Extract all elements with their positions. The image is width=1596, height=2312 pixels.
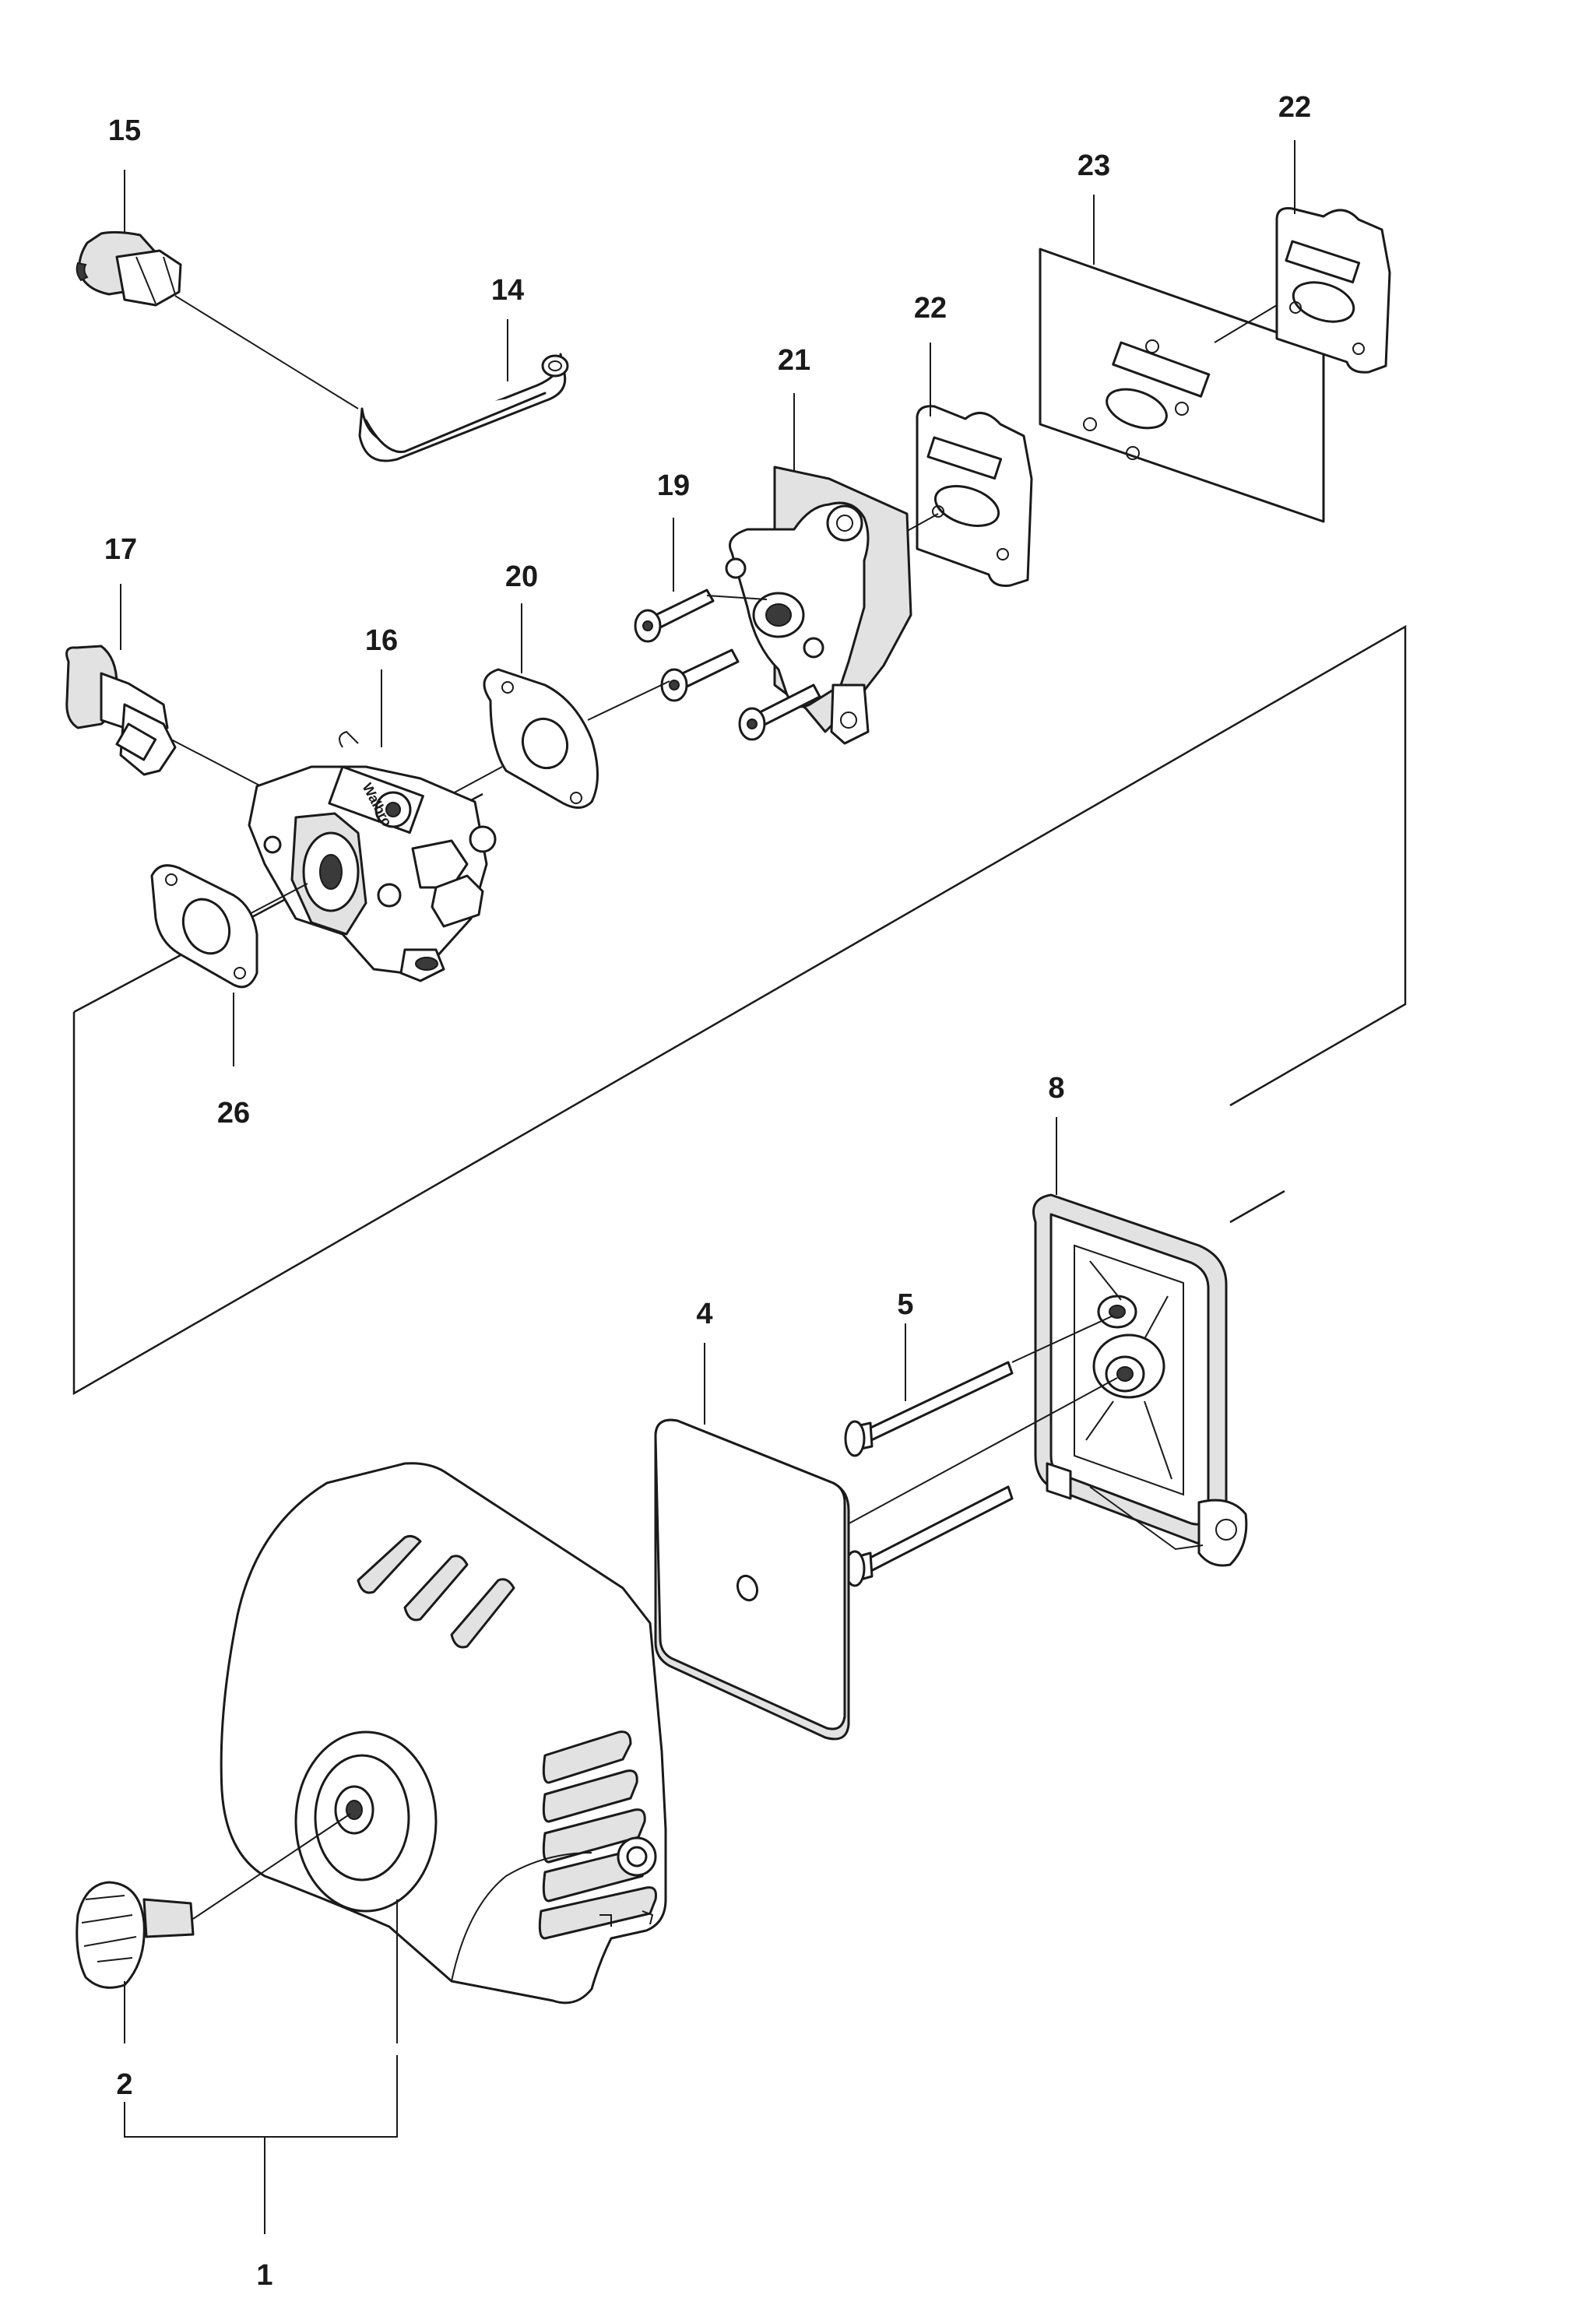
gasket-part-20 [483,668,599,809]
fuel-hose-part-14 [358,353,569,462]
connector-17-16 [170,739,269,791]
gasket-plate-part-23 [1039,248,1325,523]
label-17: 17 [104,533,137,566]
assembly-frame [72,624,1407,1396]
gasket-part-26 [150,864,258,989]
label-15: 15 [108,114,141,147]
label-4: 4 [696,1298,712,1330]
label-8: 8 [1048,1072,1064,1105]
label-20: 20 [505,560,538,593]
filter-cover-part-1 [220,1462,667,2005]
label-5: 5 [897,1288,913,1321]
air-filter-part-4 [654,1418,850,1741]
connector-22-23 [1214,304,1278,343]
primer-bulb-part-15 [76,230,182,307]
air-filter-base-part-8 [1032,1193,1248,1567]
screw-19-a [634,589,715,643]
connector-15-14 [174,295,359,409]
connector-19-21 [706,595,768,600]
frame-line-mid [1229,1189,1285,1224]
gasket-part-22-right [1275,207,1391,374]
label-21: 21 [778,344,810,377]
connector-2-1 [192,1813,351,1920]
connector-21-22 [902,513,939,534]
label-26: 26 [217,1097,250,1130]
screws-part-19 [634,589,821,741]
screw-19-b [660,648,740,702]
label-16: 16 [365,624,398,657]
label-19: 19 [657,469,690,502]
gasket-part-22-middle [916,405,1033,587]
screw-19-c [738,683,821,741]
connector-20-21 [587,680,670,721]
connector-5-8-top [1011,1315,1114,1363]
screw-5-b [844,1485,1014,1587]
screw-5-a [844,1361,1014,1457]
intake-adapter-part-21 [725,466,912,745]
connector-16-20 [451,766,503,795]
label-23: 23 [1077,149,1110,182]
knob-part-2 [76,1881,195,1989]
bracket-1 [124,2055,398,2138]
screws-part-5 [844,1361,1014,1587]
label-22-middle: 22 [914,292,947,325]
carburetor-part-16: Walbro [248,730,497,982]
label-14: 14 [491,274,524,307]
choke-knob-part-17 [65,645,177,776]
label-1: 1 [256,2259,272,2292]
label-22-right: 22 [1278,91,1311,124]
label-2: 2 [116,2068,132,2101]
connector-4-8 [844,1377,1118,1527]
